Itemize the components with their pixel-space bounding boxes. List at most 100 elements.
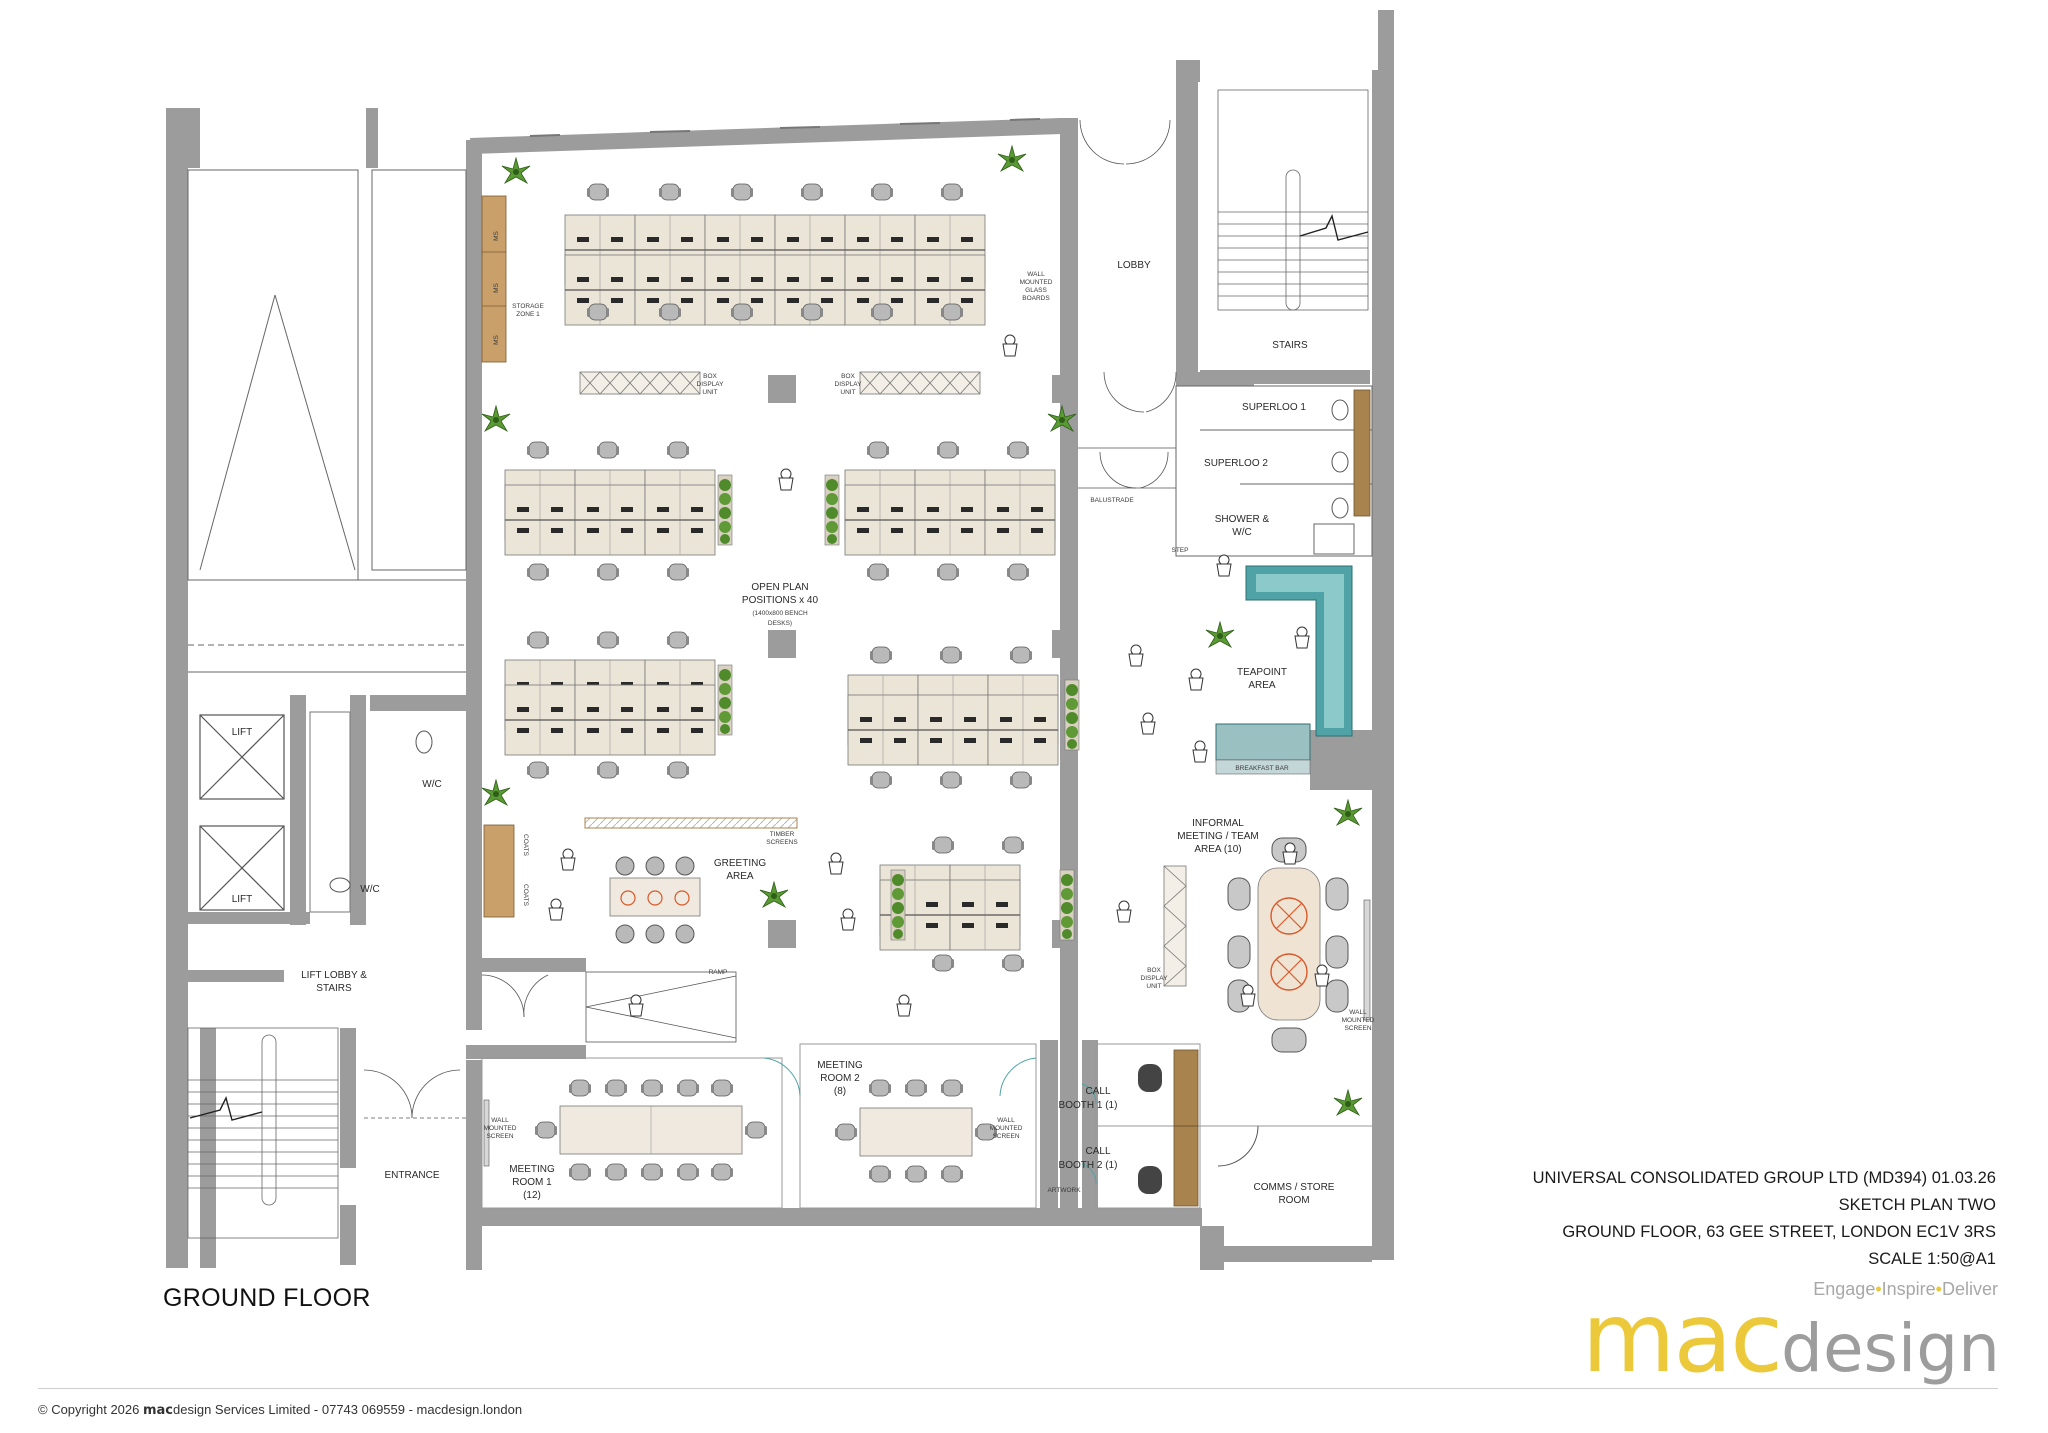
wall-glass-label-1: WALL [1027, 271, 1045, 278]
title-line-2: SKETCH PLAN TWO [1838, 1196, 1996, 1214]
call-booth-2-label-1: CALL [1085, 1146, 1110, 1157]
open-plan-label-3: (1400x800 BENCH [752, 610, 808, 617]
desk-cluster-mid-left-2 [504, 631, 733, 779]
desk-cluster-top [564, 183, 986, 326]
meeting-room-1-label-3: (12) [523, 1190, 541, 1201]
lift-shafts [199, 714, 285, 911]
copyright-prefix: © Copyright 2026 [38, 1402, 140, 1417]
lobby-label: LOBBY [1117, 260, 1151, 271]
box-label-3c: UNIT [1146, 983, 1161, 990]
wall-glass-label-4: BOARDS [1022, 295, 1050, 302]
desk-cluster-mid-right-1 [824, 441, 1056, 581]
lift-label-1: LIFT [232, 727, 253, 738]
meeting-room-1 [481, 1057, 783, 1209]
coats-label-1: COATS [522, 834, 529, 857]
brand-tagline: Engage•Inspire•Deliver [1813, 1279, 1998, 1299]
superloo-1-label: SUPERLOO 1 [1242, 402, 1306, 413]
ms-label-2: MS [493, 282, 500, 292]
box-display-units [579, 371, 1187, 987]
wc-label-1: W/C [422, 779, 441, 790]
meeting-room-1-label-1: MEETING [509, 1164, 555, 1175]
copyright-brand: mac [142, 1403, 174, 1418]
logo-mac: mac [1581, 1282, 1783, 1394]
copyright: © Copyright 2026 macdesign Services Limi… [38, 1402, 522, 1418]
ramp [481, 971, 737, 1043]
meeting-room-1-label-2: ROOM 1 [512, 1177, 552, 1188]
informal-label-3: AREA (10) [1194, 844, 1241, 855]
left-shaft [187, 169, 467, 673]
wall-screen-label-1: WALL [1349, 1009, 1367, 1016]
mr2-screen-label-3: SCREEN [992, 1133, 1019, 1140]
box-label-3a: BOX [1147, 967, 1161, 974]
greeting-label-1: GREETING [714, 858, 766, 869]
tagline-inspire: Inspire [1881, 1279, 1936, 1299]
box-label-3b: DISPLAY [1141, 975, 1169, 982]
logo-design: design [1781, 1310, 2000, 1387]
desk-cluster-mid-right-2 [847, 646, 1080, 789]
artwork-label: ARTWORK [1047, 1187, 1081, 1194]
stairs-lower-left [187, 1027, 339, 1239]
greeting-area [483, 817, 798, 944]
balustrade-label: BALUSTRADE [1090, 497, 1134, 504]
wall-screen-label-3: SCREEN [1344, 1025, 1371, 1032]
meeting-room-2 [763, 1043, 1037, 1209]
window-marks [529, 118, 1041, 137]
coats-label-2: COATS [522, 884, 529, 907]
title-line-4: SCALE 1:50@A1 [1868, 1250, 1996, 1268]
teapoint-counter [1215, 565, 1353, 775]
storage-label-2: ZONE 1 [516, 311, 540, 318]
open-plan-label-2: POSITIONS x 40 [742, 595, 819, 606]
toilet-block [1175, 385, 1373, 557]
meeting-room-2-label-2: ROOM 2 [820, 1073, 860, 1084]
shower-label-2: W/C [1232, 527, 1251, 538]
footer-divider [38, 1388, 1998, 1389]
comms-room [1200, 1125, 1372, 1167]
mr1-screen-label-3: SCREEN [486, 1133, 513, 1140]
comms-label-2: ROOM [1278, 1195, 1309, 1206]
lobby-doors [1078, 119, 1177, 489]
teapoint-label-2: AREA [1248, 680, 1276, 691]
tagline-deliver: Deliver [1941, 1279, 1998, 1299]
mr2-screen-label-2: MOUNTED [990, 1125, 1023, 1132]
entrance-doors [363, 1069, 466, 1119]
tagline-engage: Engage [1813, 1279, 1876, 1299]
mr2-screen-label-1: WALL [997, 1117, 1015, 1124]
open-plan-label-1: OPEN PLAN [751, 582, 808, 593]
wall-screen-label-2: MOUNTED [1342, 1017, 1375, 1024]
storage-label-1: STORAGE [512, 303, 544, 310]
title-block: UNIVERSAL CONSOLIDATED GROUP LTD (MD394)… [1533, 1165, 1996, 1273]
wc-label-2: W/C [360, 884, 379, 895]
comms-label-1: COMMS / STORE [1254, 1182, 1335, 1193]
informal-label-2: MEETING / TEAM [1177, 831, 1259, 842]
box-label-1a: BOX [703, 373, 717, 380]
box-label-2b: DISPLAY [835, 381, 863, 388]
floor-title: GROUND FLOOR [163, 1284, 371, 1312]
storage-wall [481, 195, 507, 363]
brand-logo: macdesign [1582, 1290, 2000, 1386]
stairs-upper-right [1217, 89, 1369, 311]
lift-label-2: LIFT [232, 894, 253, 905]
box-label-2c: UNIT [840, 389, 855, 396]
wall-glass-label-2: MOUNTED [1020, 279, 1053, 286]
desk-cluster-mid-left-1 [504, 441, 733, 581]
lift-lobby-label-1: LIFT LOBBY & [301, 970, 367, 981]
timber-label-2: SCREENS [766, 839, 798, 846]
ramp-label: RAMP [709, 969, 728, 976]
ms-label-1: MS [493, 230, 500, 240]
mr1-screen-label-2: MOUNTED [484, 1125, 517, 1132]
title-line-1: UNIVERSAL CONSOLIDATED GROUP LTD (MD394)… [1532, 1169, 1996, 1187]
call-booth-2-label-2: BOOTH 2 (1) [1059, 1160, 1118, 1171]
call-booth-1-label-1: CALL [1085, 1086, 1110, 1097]
box-label-2a: BOX [841, 373, 855, 380]
stairs-label: STAIRS [1272, 340, 1308, 351]
call-booth-1-label-2: BOOTH 1 (1) [1059, 1100, 1118, 1111]
step-label: STEP [1172, 547, 1189, 554]
copyright-suffix: design Services Limited - 07743 069559 -… [173, 1402, 523, 1417]
superloo-2-label: SUPERLOO 2 [1204, 458, 1268, 469]
toilet-panel [1353, 389, 1371, 517]
shower-label-1: SHOWER & [1215, 514, 1270, 525]
building-walls [166, 10, 1394, 1270]
greeting-label-2: AREA [726, 871, 754, 882]
teapoint-label-1: TEAPOINT [1237, 667, 1287, 678]
